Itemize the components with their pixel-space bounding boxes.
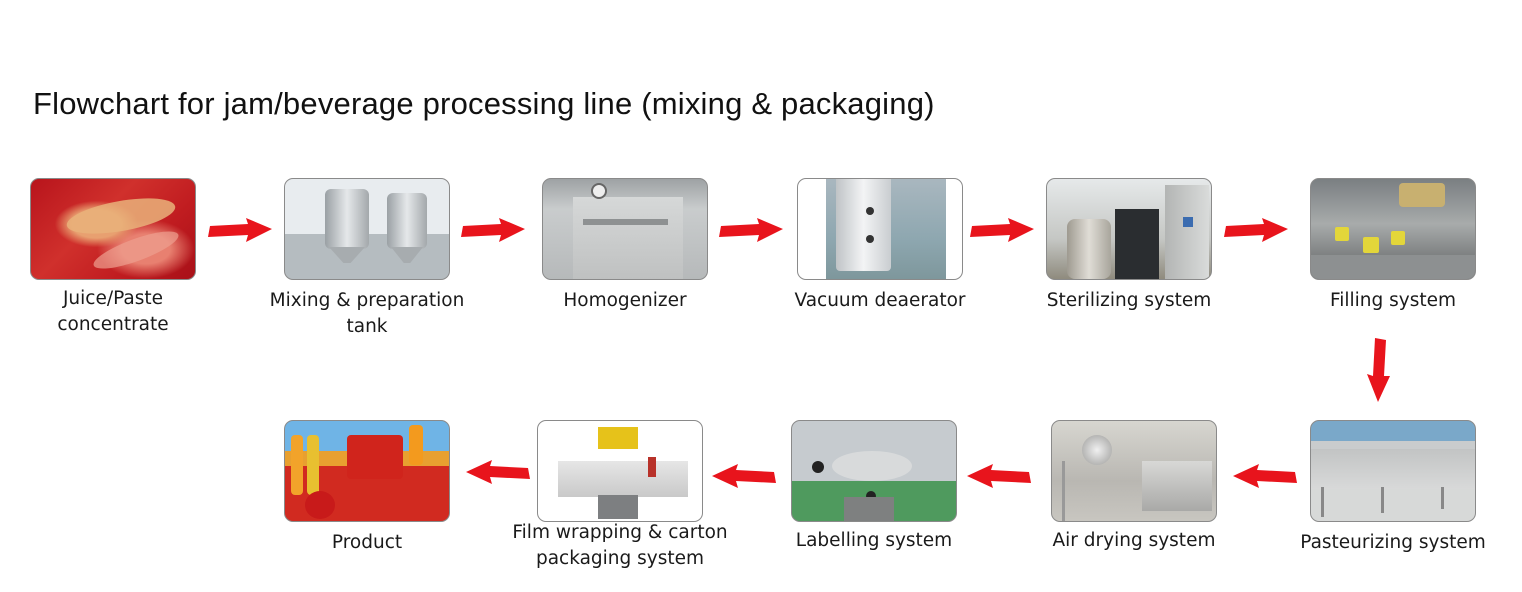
step-air-drying-system: Air drying system [1051,420,1217,551]
step-juice-paste-concentrate: Juice/Paste concentrate [30,178,196,335]
flow-arrow-left [712,463,778,489]
sterilizing-system-photo [1046,178,1212,280]
flow-arrow-left [967,463,1033,489]
filling-system-photo [1310,178,1476,280]
step-label: Product [244,530,490,556]
step-vacuum-deaerator: Vacuum deaerator [794,178,966,311]
step-label: Air drying system [1011,528,1257,554]
label-line: Filling system [1329,290,1457,311]
step-mixing-preparation-tank: Mixing & preparation tank [270,178,464,337]
label-line: tank [346,316,388,337]
label-line: packaging system [535,548,705,569]
step-filling-system: Filling system [1310,178,1476,311]
flow-arrow-left [466,459,532,485]
step-label: Mixing & preparation tank [244,288,490,340]
flow-arrow-right [968,217,1034,243]
air-drying-system-photo [1051,420,1217,522]
label-line: Sterilizing system [1046,290,1212,311]
step-labelling-system: Labelling system [791,420,957,551]
label-line: Vacuum deaerator [794,290,966,311]
step-label: Homogenizer [502,288,748,314]
label-line: Film wrapping & carton [512,522,728,543]
label-line: Juice/Paste [62,288,164,309]
step-label: Filling system [1270,288,1516,314]
vacuum-deaerator-photo [797,178,963,280]
step-label: Juice/Paste concentrate [0,286,236,338]
label-line: concentrate [57,314,169,335]
flow-arrow-left [1233,463,1299,489]
step-homogenizer: Homogenizer [542,178,708,311]
flow-arrow-right [459,217,525,243]
step-label: Vacuum deaerator [757,288,1003,314]
film-wrapping-machine-photo [537,420,703,522]
step-label: Labelling system [751,528,997,554]
step-label: Film wrapping & carton packaging system [497,520,743,572]
step-sterilizing-system: Sterilizing system [1046,178,1212,311]
labelling-system-photo [791,420,957,522]
label-line: Product [331,532,403,553]
label-line: Pasteurizing system [1300,532,1486,553]
tomato-paste-photo [30,178,196,280]
homogenizer-photo [542,178,708,280]
mixing-tanks-photo [284,178,450,280]
diagram-title: Flowchart for jam/beverage processing li… [33,86,935,121]
label-line: Air drying system [1052,530,1216,551]
flow-arrow-right [206,217,272,243]
step-pasteurizing-system: Pasteurizing system [1300,420,1486,553]
pasteurizing-system-photo [1310,420,1476,522]
label-line: Mixing & preparation [269,290,465,311]
flow-arrow-down [1366,336,1392,402]
step-label: Sterilizing system [1006,288,1252,314]
label-line: Labelling system [795,530,953,551]
flow-arrow-right [1222,217,1288,243]
step-film-wrapping-carton-packaging: Film wrapping & carton packaging system [512,420,728,569]
step-label: Pasteurizing system [1270,530,1516,556]
label-line: Homogenizer [563,290,687,311]
product-photo [284,420,450,522]
step-product: Product [284,420,450,553]
flow-arrow-right [717,217,783,243]
